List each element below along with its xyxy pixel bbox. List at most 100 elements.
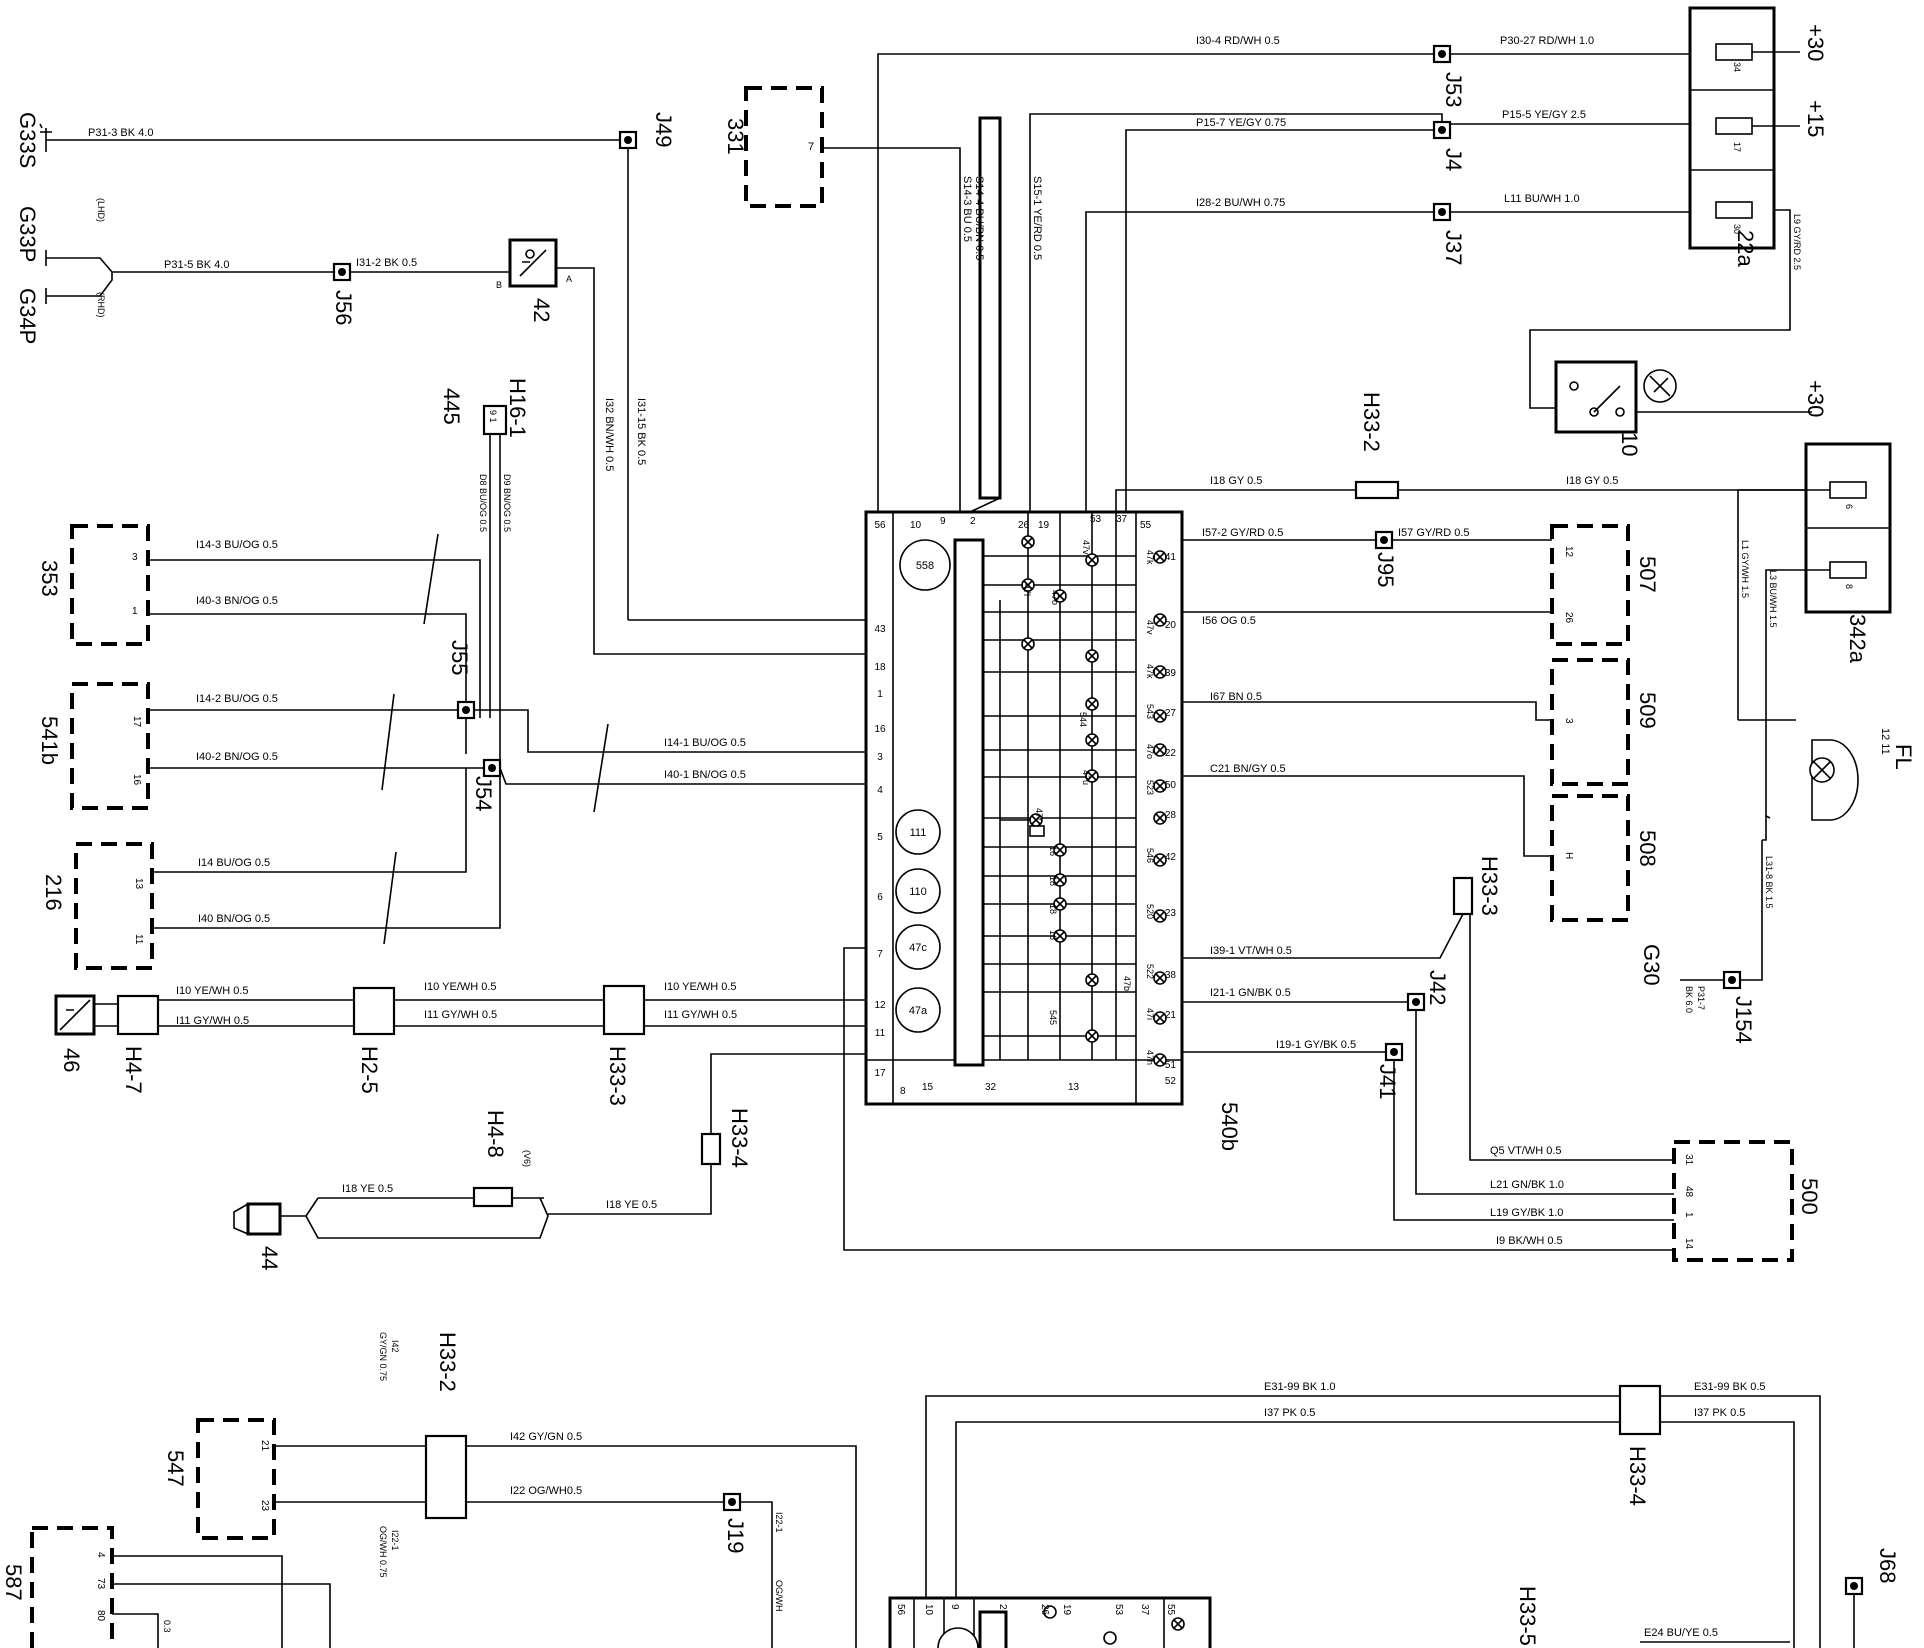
- harness-h33-5: H33-5: [1515, 1586, 1540, 1646]
- ground-g33s: G33S P31-3 BK 4.0: [15, 112, 628, 168]
- lamp-icon: [1153, 743, 1167, 757]
- wire-label: L31-8 BK 1.5: [1764, 856, 1774, 909]
- wire-label: I10 YE/WH 0.5: [664, 981, 737, 993]
- pin-top-2: 2: [970, 516, 976, 527]
- gauge-47a-label: 47a: [909, 1005, 928, 1017]
- component-587-pin73: 73: [95, 1578, 106, 1590]
- harness-h33-3-left: H33-3: [605, 1046, 630, 1106]
- lamp-icon: [1021, 578, 1035, 592]
- lamp-icon: [1085, 733, 1099, 747]
- gauge-558: [899, 539, 951, 591]
- connector-h33-2: H33-2 I18 GY 0.5 I18 GY 0.5: [1115, 392, 1810, 512]
- lamp-code: 544: [1078, 712, 1088, 727]
- wire-label: P15-5 YE/GY 2.5: [1502, 109, 1586, 121]
- pin-bottom-15: 15: [922, 1082, 934, 1093]
- pin-bottom-13: 13: [1068, 1082, 1080, 1093]
- harness-h4-8: H4-8: [483, 1110, 508, 1158]
- harness-v6: (V6): [522, 1150, 532, 1167]
- junction-j55-label: J55: [447, 640, 472, 675]
- component-507-pin12: 12: [1563, 546, 1574, 558]
- fuse-8: 8: [1844, 584, 1854, 589]
- lamp-code: 47v: [1145, 620, 1155, 635]
- gauge-110-label: 110: [909, 886, 927, 898]
- component-509-label: 509: [1635, 692, 1660, 729]
- supply-plus15: +15: [1803, 100, 1828, 137]
- connector-h4-8: H4-8 (V6) I18 YE 0.5: [305, 1110, 549, 1239]
- wire-label: S14-4 BU/BN 0.5: [973, 176, 985, 260]
- wire-label: I11 GY/WH 0.5: [664, 1009, 737, 1021]
- lamp-icon: [1053, 897, 1067, 911]
- gauge-558-label: 558: [916, 560, 934, 572]
- lamp-icon: [1085, 1029, 1099, 1043]
- lamp-code-labels: 47v 47k 47l 47v 47k 47o 544 543 47o 47u …: [1022, 540, 1155, 1065]
- wire-label: E24 BU/YE 0.5: [1644, 1627, 1718, 1639]
- switch-42-pin-a: A: [566, 274, 572, 284]
- pin-left-11: 11: [875, 1028, 886, 1039]
- lamp-code: 543: [1145, 704, 1155, 719]
- component-547: 547 21 23: [163, 1418, 426, 1540]
- connector-h16-1: 9 1 H16-1 445 D8 BU/OG 0.5 D9 BN/OG 0.5: [439, 378, 530, 770]
- switch-42-label: 42: [529, 298, 554, 322]
- wire-label: I14-2 BU/OG 0.5: [196, 693, 278, 705]
- component-500-pin14: 14: [1683, 1238, 1694, 1250]
- lamp-icon: [1153, 811, 1167, 825]
- component-541b-label: 541b: [37, 716, 62, 765]
- connector-h33-2-bottom: H33-2 I42 GY/GN 0.75 I22-1 OG/WH 0.75 I4…: [378, 1332, 857, 1648]
- junction-j49-label: J49: [651, 112, 676, 147]
- wire-label: I32 BN/WH 0.5: [603, 398, 615, 471]
- junction-j55: J55 I14-1 BU/OG 0.5: [447, 640, 866, 753]
- wire-i30-4: I30-4 RD/WH 0.5: [877, 35, 1442, 512]
- pin: 2: [997, 1604, 1008, 1610]
- pin-bottom-8: 8: [900, 1086, 906, 1097]
- wire-label: I18 YE 0.5: [342, 1183, 393, 1195]
- wire-label: I14-1 BU/OG 0.5: [664, 737, 746, 749]
- wire-label: I22-1: [774, 1512, 784, 1533]
- pin: 9: [949, 1604, 960, 1610]
- component-353-pin3: 3: [132, 552, 138, 563]
- wire-label: I21-1 GN/BK 0.5: [1210, 987, 1291, 999]
- lamp-code: 47k: [1145, 664, 1155, 679]
- junction-j154-label: J154: [1731, 996, 1756, 1044]
- lamp-icon: [1153, 665, 1167, 679]
- lamp-icon: [1053, 589, 1067, 603]
- pin-bottom-32: 32: [985, 1082, 997, 1093]
- wire-label: I67 BN 0.5: [1210, 691, 1262, 703]
- harness-h33-2: H33-2: [1359, 392, 1384, 452]
- pin-left-56: 56: [874, 520, 886, 531]
- wire-label: GY/GN 0.75: [378, 1332, 388, 1381]
- component-507-pin26: 26: [1563, 612, 1574, 624]
- pin-right-20: 20: [1165, 620, 1177, 631]
- wire-label: S14-3 BU 0.5: [961, 176, 973, 242]
- lamp-code: 47v: [1081, 540, 1091, 555]
- pin-left-43: 43: [874, 624, 886, 635]
- junction-j68: J68 E24 BU/YE 0.5: [1640, 1548, 1900, 1648]
- wire-label: E31-99 BK 1.0: [1264, 1381, 1336, 1393]
- component-509-pin3: 3: [1563, 718, 1574, 724]
- pin: 26: [1039, 1604, 1050, 1616]
- pin-right-38: 38: [1165, 970, 1177, 981]
- switch-42-pin-b: B: [496, 280, 502, 290]
- bus-s14-s15: S14-4 BU/BN 0.5 S14-3 BU 0.5 S15-1 YE/RD…: [961, 116, 1043, 513]
- wire-label: I40 BN/OG 0.5: [198, 913, 270, 925]
- junction-j95-label: J95: [1373, 552, 1398, 587]
- fuse-block-22a: 34 17 30 22a +30 +15 L9 GY/RD 2.5: [1529, 6, 1828, 409]
- component-216: 216 13 11 I14 BU/OG 0.5 I40 BN/OG 0.5: [41, 768, 501, 970]
- harness-h33-4: H33-4: [727, 1108, 752, 1168]
- component-587: 587 4 73 80 0.3: [1, 1526, 331, 1648]
- pin-left-6: 6: [877, 892, 883, 903]
- gauge-47c-label: 47c: [909, 942, 927, 954]
- fuse-6: 6: [1844, 504, 1854, 509]
- harness-h33-4-bottom: H33-4: [1625, 1446, 1650, 1506]
- component-331: 331 7: [723, 86, 961, 512]
- pin-left-12: 12: [874, 1000, 886, 1011]
- pin-left-17: 17: [874, 1068, 886, 1079]
- lamp-icon: [1085, 769, 1099, 783]
- lamp-code: 545: [1048, 1010, 1058, 1025]
- pin: 37: [1139, 1604, 1150, 1616]
- component-587-pin80: 80: [95, 1610, 106, 1622]
- pin-top-37: 37: [1116, 514, 1128, 525]
- junction-j49: J49: [618, 112, 866, 621]
- fog-light-fl: FL 12 11 L31-8 BK 1.5: [1738, 719, 1916, 981]
- wire-label: P31-7: [1696, 986, 1706, 1010]
- junction-j37: I28-2 BU/WH 0.75 J37 L11 BU/WH 1.0: [1085, 193, 1710, 512]
